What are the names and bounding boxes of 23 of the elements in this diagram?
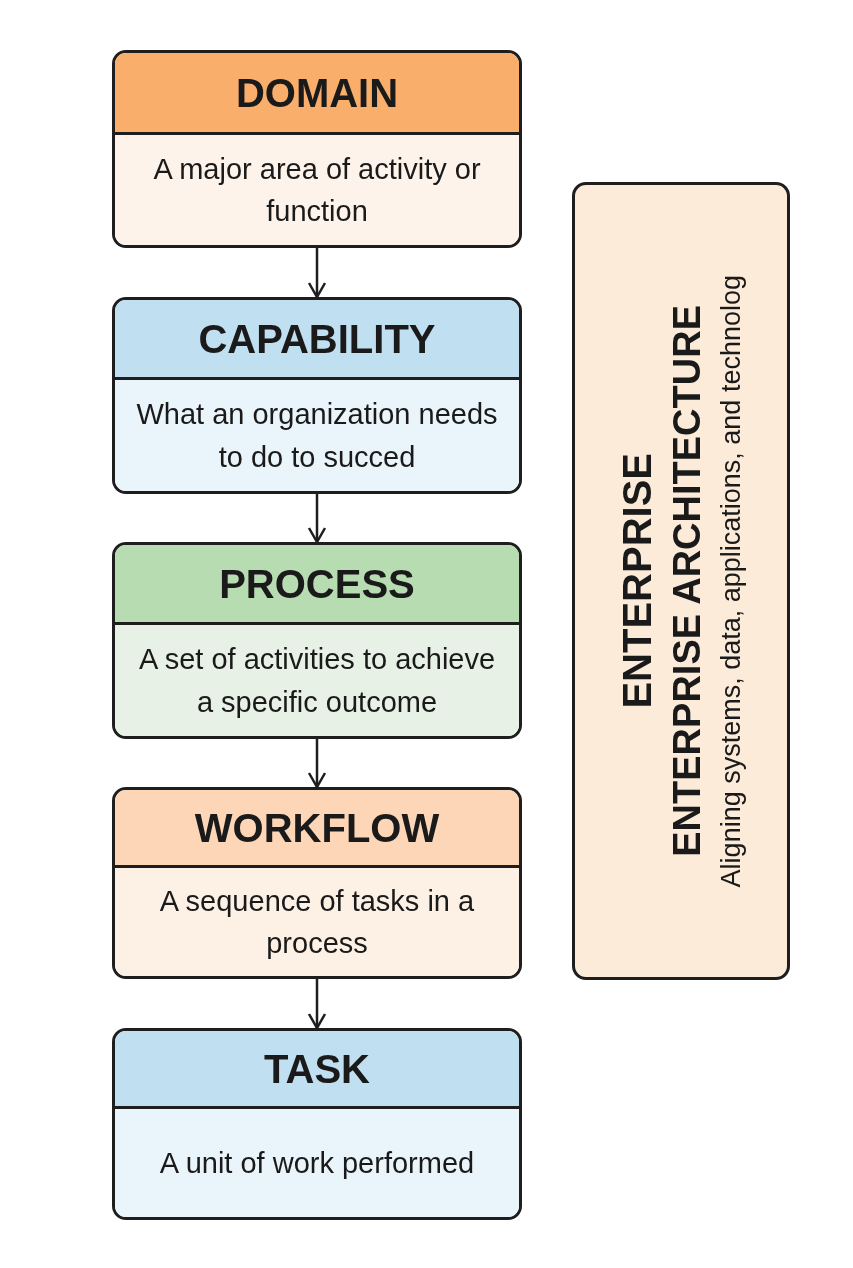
description-text: A sequence of tasks in a process (158, 883, 476, 961)
process-box (112, 297, 522, 494)
panel-title: ENTERPRISE ARCHITECTURE (667, 305, 710, 857)
box-title: CAPABILITY (198, 315, 436, 363)
description-text: A unit of work performed (159, 1145, 475, 1181)
description-text: A major area of activity or function (152, 151, 482, 229)
arrow (307, 494, 327, 544)
box-title: PROCESS (219, 560, 415, 608)
arrow (307, 979, 327, 1030)
box-title: TASK (264, 1045, 370, 1093)
process-box (112, 542, 522, 739)
arrow (307, 739, 327, 789)
process-box (112, 50, 522, 248)
side-panel (572, 182, 790, 980)
box-title: WORKFLOW (194, 804, 440, 852)
arrow (307, 248, 327, 299)
panel-title: ENTERPRISE (615, 453, 660, 709)
box-title: DOMAIN (235, 69, 399, 117)
process-box (112, 1028, 522, 1220)
description-text: What an organization needs to do to succed (135, 397, 499, 475)
panel-subtitle: Aligning systems, data, applications, and technolog (717, 274, 747, 888)
description-text: A set of activities to achieve a specific outcome (137, 642, 497, 720)
process-box (112, 787, 522, 979)
